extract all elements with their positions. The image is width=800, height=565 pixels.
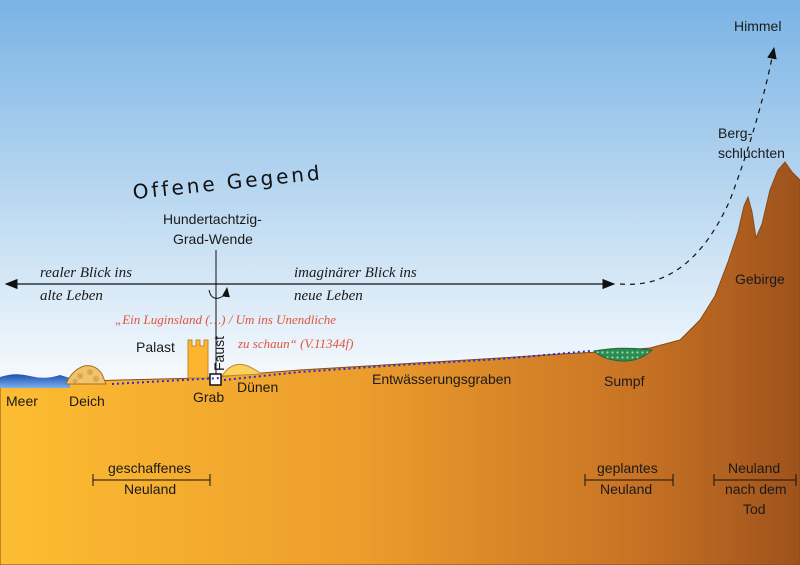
quote-line-1: „Ein Luginsland (…) / Um ins Unendliche (115, 312, 336, 327)
dunes (221, 363, 264, 377)
label-duenen: Dünen (237, 379, 278, 395)
label-geplant-1: geplantes (597, 460, 658, 476)
label-himmel: Himmel (734, 18, 781, 34)
label-faust: Faust (211, 336, 227, 371)
label-nachtod-2: nach dem (725, 481, 786, 497)
label-geplant-2: Neuland (600, 481, 652, 497)
bracket-geplant (584, 474, 674, 486)
quote-line-2: zu schaun“ (V.11344f) (237, 336, 353, 351)
label-berg-2: schluchten (718, 145, 785, 161)
sea (0, 374, 70, 388)
label-real-2: alte Leben (40, 288, 103, 304)
rotation-icon (208, 287, 230, 299)
drainage-line (111, 350, 591, 385)
label-berg-1: Berg- (718, 125, 753, 141)
label-palast: Palast (136, 339, 175, 355)
marsh (592, 347, 654, 362)
label-wende-2: Grad-Wende (173, 231, 253, 247)
label-imag-1: imaginärer Blick ins (294, 265, 417, 281)
heaven-path (619, 46, 777, 285)
bracket-geschaffen (92, 474, 211, 486)
label-sumpf: Sumpf (604, 373, 645, 389)
faust-grave (209, 373, 222, 386)
label-nachtod-3: Tod (743, 501, 766, 517)
label-deich: Deich (69, 393, 105, 409)
label-graben: Entwässerungsgraben (372, 371, 511, 387)
label-geschaffen-2: Neuland (124, 481, 176, 497)
bracket-nachtod (713, 474, 797, 486)
label-grab: Grab (193, 389, 224, 405)
label-nachtod-1: Neuland (728, 460, 780, 476)
palace-tower (187, 339, 209, 379)
label-geschaffen-1: geschaffenes (108, 460, 191, 476)
label-real-1: realer Blick ins (40, 265, 132, 281)
label-imag-2: neue Leben (294, 288, 363, 304)
label-gebirge: Gebirge (735, 271, 785, 287)
land-mass (0, 161, 800, 565)
label-wende-1: Hundertachtzig- (163, 211, 262, 227)
label-meer: Meer (6, 393, 38, 409)
